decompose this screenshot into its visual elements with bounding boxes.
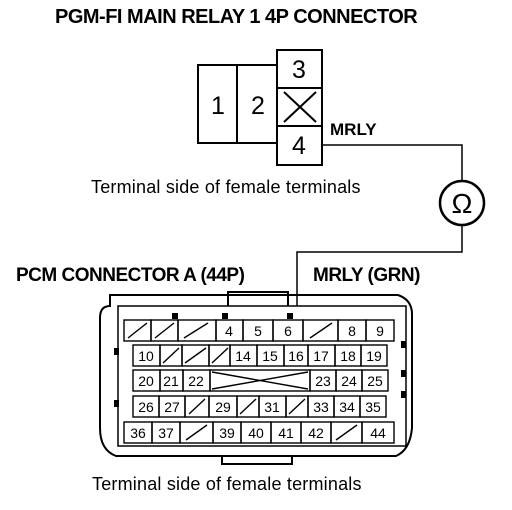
- relay-pin-column: [276, 49, 323, 166]
- pcm-terminal-25: 25: [367, 373, 383, 389]
- mrly-wire-label: MRLY: [330, 120, 377, 139]
- pcm-keys: [114, 313, 406, 407]
- pcm-terminal-29: 29: [215, 399, 231, 415]
- pcm-terminal-5: 5: [254, 323, 262, 339]
- relay-pin-3: 3: [292, 56, 306, 84]
- ohm-icon: Ω: [452, 188, 473, 219]
- pcm-cell: [361, 369, 389, 392]
- pcm-terminal-39: 39: [219, 425, 235, 441]
- pcm-cell: [360, 344, 388, 367]
- pcm-terminal-44: 44: [370, 425, 386, 441]
- pcm-terminal-36: 36: [130, 425, 146, 441]
- pcm-terminal-26: 26: [138, 399, 154, 415]
- pcm-housing: [99, 294, 413, 457]
- pcm-terminal-40: 40: [248, 425, 264, 441]
- pcm-terminal-37: 37: [158, 425, 174, 441]
- lead-to-pcm: [296, 225, 463, 306]
- pcm-terminal-14: 14: [235, 348, 251, 364]
- pcm-terminal-20: 20: [138, 373, 154, 389]
- relay-connector-caption: Terminal side of female terminals: [91, 177, 361, 197]
- pcm-terminal-4: 4: [225, 323, 233, 339]
- relay-pin-1: 1: [211, 92, 225, 120]
- pcm-terminal-6: 6: [284, 323, 292, 339]
- pcm-terminal-24: 24: [341, 373, 357, 389]
- pcm-cell: [359, 395, 387, 418]
- pcm-cell: [365, 319, 395, 342]
- pcm-terminal-33: 33: [313, 399, 329, 415]
- pcm-latch: [227, 291, 289, 306]
- pcm-terminal-18: 18: [340, 348, 356, 364]
- pcm-terminal-23: 23: [315, 373, 331, 389]
- ohmmeter: Ω: [438, 179, 486, 227]
- pcm-terminal-31: 31: [264, 399, 280, 415]
- pcm-wire-label: MRLY (GRN): [313, 265, 420, 286]
- pcm-terminal-19: 19: [366, 348, 382, 364]
- relay-connector: [197, 49, 323, 166]
- pcm-terminal-22: 22: [188, 373, 204, 389]
- pcm-terminal-27: 27: [164, 399, 180, 415]
- pcm-cell: [361, 421, 395, 444]
- pcm-terminal-34: 34: [339, 399, 355, 415]
- test-leads: [296, 144, 463, 306]
- pcm-terminal-16: 16: [288, 348, 304, 364]
- relay-pin-4: 4: [292, 132, 306, 160]
- pcm-terminal-21: 21: [163, 373, 179, 389]
- pcm-terminal-17: 17: [313, 348, 329, 364]
- relay-connector-title: PGM-FI MAIN RELAY 1 4P CONNECTOR: [55, 6, 418, 28]
- relay-pin-2: 2: [251, 92, 265, 120]
- pcm-terminal-41: 41: [278, 425, 294, 441]
- pcm-terminal-8: 8: [348, 323, 356, 339]
- pcm-terminal-10: 10: [138, 348, 154, 364]
- lead-to-relay: [322, 144, 463, 181]
- pcm-terminal-9: 9: [376, 323, 384, 339]
- pcm-terminal-42: 42: [308, 425, 324, 441]
- pcm-terminal-35: 35: [365, 399, 381, 415]
- pcm-connector-title: PCM CONNECTOR A (44P): [16, 265, 245, 286]
- pcm-terminal-15: 15: [262, 348, 278, 364]
- pcm-terminal-grid: [123, 319, 395, 444]
- pcm-connector-caption: Terminal side of female terminals: [92, 474, 362, 494]
